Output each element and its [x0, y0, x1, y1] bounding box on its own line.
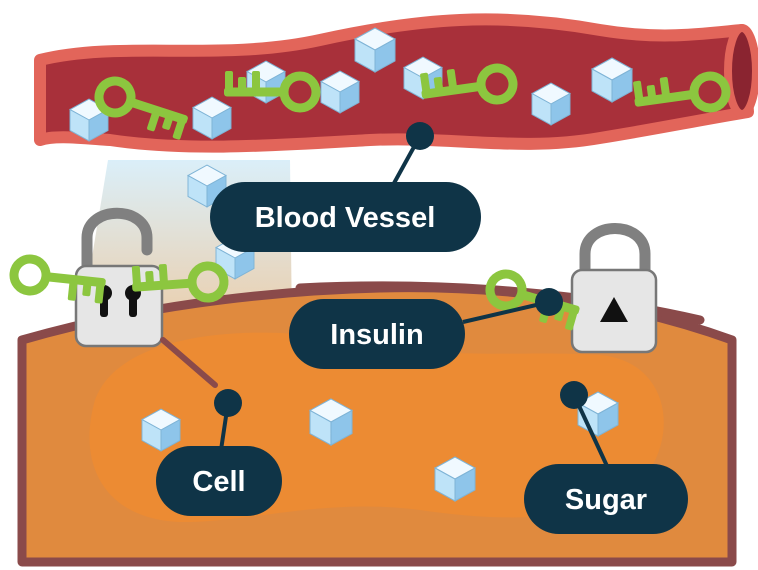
- label-blood-vessel: Blood Vessel: [255, 202, 436, 234]
- callout-cell: Cell: [156, 337, 282, 516]
- callout-blood-vessel: Blood Vessel: [210, 122, 481, 252]
- label-sugar: Sugar: [565, 484, 647, 516]
- callout-insulin: Insulin: [289, 288, 563, 369]
- label-insulin: Insulin: [330, 319, 423, 351]
- locked-padlock-icon: [570, 223, 658, 354]
- callout-sugar: Sugar: [524, 381, 688, 534]
- label-cell: Cell: [192, 466, 245, 498]
- vessel-opening: [724, 24, 758, 118]
